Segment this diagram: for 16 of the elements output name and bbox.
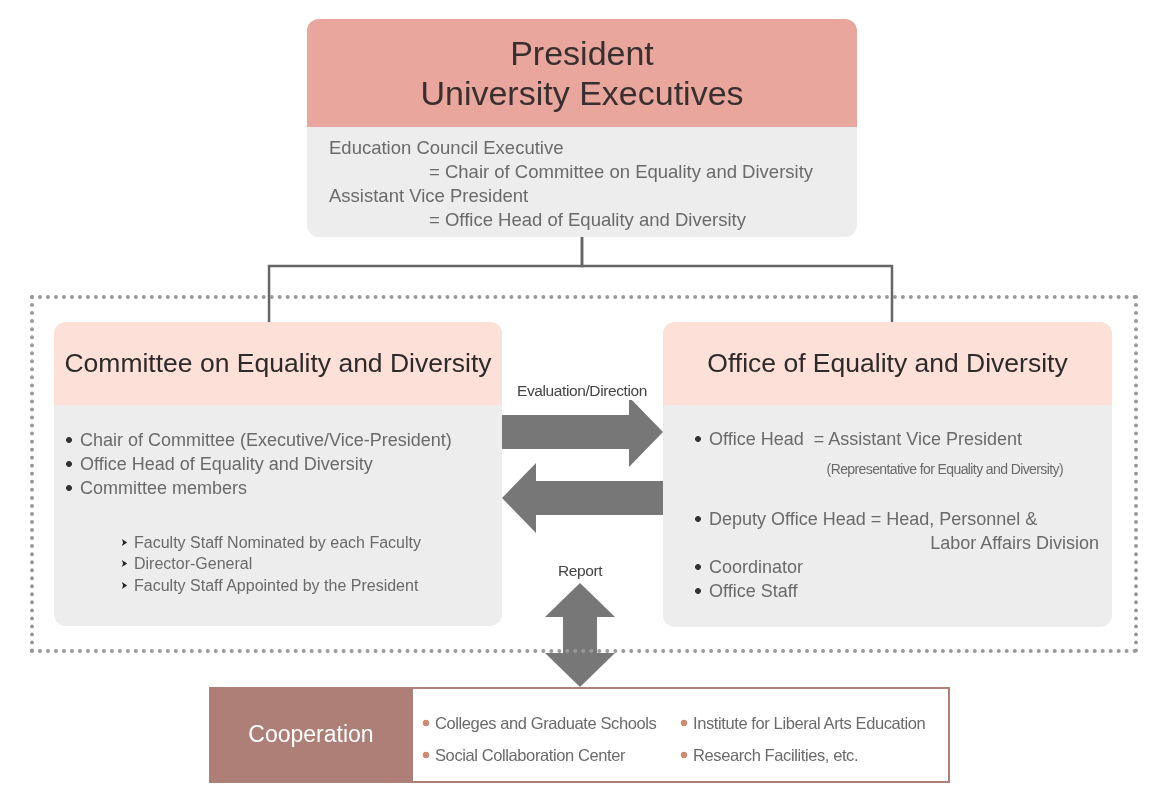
- connector-line: [580, 237, 894, 322]
- cooperation-box: [209, 687, 950, 783]
- role-text: Assistant Vice President = Office Head of Equality and Diversity: [329, 184, 747, 232]
- box-title: Committee on Equality and Diversity: [54, 322, 502, 405]
- box-title: Cooperation: [209, 687, 413, 783]
- box-title: Office of Equality and Diversity: [663, 322, 1112, 405]
- note-text: (Representative for Equality and Diversity): [825, 460, 1063, 479]
- office-box: [663, 322, 1112, 627]
- edge-label: Evaluation/Direction: [515, 382, 649, 400]
- block-arrow: [545, 583, 615, 687]
- box-title: President University Executives: [307, 19, 857, 127]
- committee-box: [54, 322, 502, 626]
- block-arrow: [502, 463, 663, 533]
- role-text: Education Council Executive = Chair of Committee on Equality and Diversity: [329, 136, 815, 184]
- dotted-group-border: [30, 295, 1138, 653]
- executive-box: [307, 19, 857, 237]
